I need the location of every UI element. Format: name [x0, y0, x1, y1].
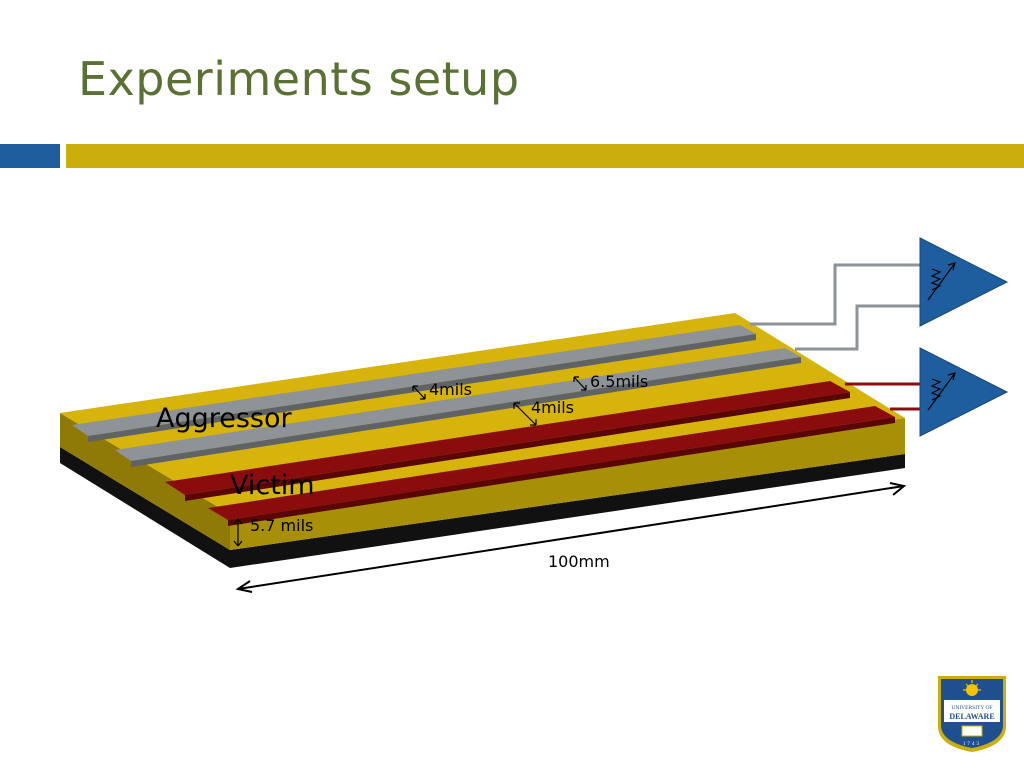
university-logo: UNIVERSITY OF DELAWARE 1743	[938, 676, 1006, 752]
aggressor-trace-2	[115, 348, 801, 461]
resistor-icon	[930, 268, 942, 291]
resistor-icon	[930, 378, 942, 401]
spacing-label-3: 4mils	[531, 398, 574, 417]
receiver-victim	[919, 347, 1009, 437]
accent-bar-blue	[0, 144, 60, 168]
arrow-icon	[927, 372, 956, 411]
length-label: 100mm	[548, 552, 610, 571]
spacing-arrow-icon	[233, 376, 587, 547]
receiver-aggressor	[919, 237, 1009, 327]
spacing-label-2: 6.5mils	[590, 372, 648, 391]
aggressor-wire-2	[795, 304, 922, 351]
board-front-face	[60, 413, 230, 550]
victim-trace-1	[165, 381, 850, 495]
aggressor-trace-1-edge	[88, 334, 756, 442]
victim-label: Victim	[230, 470, 315, 501]
board-side-face	[230, 418, 905, 550]
victim-trace-1-edge	[185, 392, 850, 501]
logo-year: 1743	[963, 742, 981, 747]
spacing-label-1: 4mils	[429, 380, 472, 399]
aggressor-wire-1	[750, 263, 922, 326]
aggressor-label: Aggressor	[156, 403, 293, 434]
victim-trace-2-edge	[228, 417, 895, 526]
sun-icon	[966, 684, 978, 696]
logo-text-line2: DELAWARE	[949, 712, 994, 721]
victim-trace-2	[208, 406, 895, 520]
aggressor-trace-1	[72, 325, 756, 436]
logo-text-line1: UNIVERSITY OF	[951, 705, 992, 711]
accent-bar-gold	[66, 144, 1024, 168]
length-arrow-icon	[235, 482, 907, 593]
aggressor-trace-2-edge	[131, 357, 801, 467]
thickness-label: 5.7 mils	[250, 516, 313, 535]
book-icon	[961, 725, 983, 737]
slide-title: Experiments setup	[78, 52, 520, 106]
arrow-icon	[927, 262, 956, 301]
